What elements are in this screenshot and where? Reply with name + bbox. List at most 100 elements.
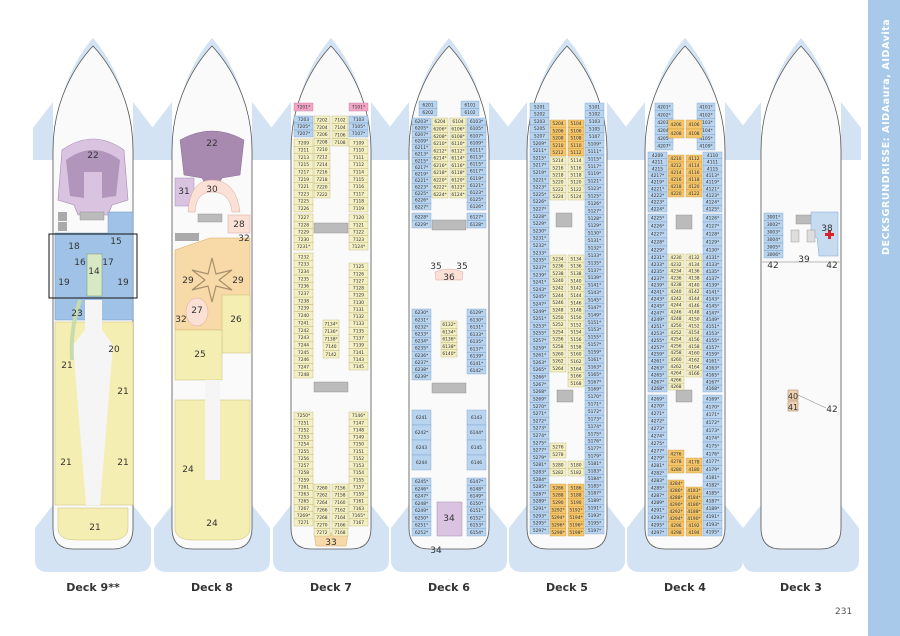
cabin-6125[interactable]: 6125* xyxy=(466,195,487,204)
cabin-7162[interactable]: 7162 xyxy=(331,506,349,514)
cabin-4202[interactable]: 4202* xyxy=(654,110,674,119)
cabin-5124[interactable]: 5124 xyxy=(567,192,585,201)
cabin-4184[interactable]: 4184* xyxy=(685,493,703,502)
cabin-5167[interactable]: 5167* xyxy=(584,377,605,386)
cabin-5194[interactable]: 5194* xyxy=(567,513,585,522)
cabin-box[interactable] xyxy=(567,468,585,477)
cabin-4132[interactable]: 4132 xyxy=(685,253,703,261)
cabin-5277[interactable]: 5277* xyxy=(529,446,550,454)
cabin-6208[interactable]: 6208* xyxy=(431,132,449,140)
cabin-4238[interactable]: 4238 xyxy=(667,281,685,288)
cabin-4120[interactable]: 4120 xyxy=(685,182,703,191)
cabin-4280[interactable]: 4280 xyxy=(667,465,685,474)
restroom-women[interactable] xyxy=(58,222,67,231)
cabin-7269[interactable]: 7269* xyxy=(293,511,314,520)
cabin-7156[interactable]: 7156 xyxy=(331,483,349,492)
cabin-5259[interactable]: 5259* xyxy=(529,343,550,352)
cabin-5209[interactable]: 5209* xyxy=(529,139,550,148)
cabin-4163[interactable]: 4163* xyxy=(702,364,723,372)
cabin-5250[interactable]: 5250 xyxy=(549,313,567,321)
cabin-4137[interactable]: 4137* xyxy=(702,274,723,282)
cabin-box[interactable] xyxy=(466,366,487,375)
cabin-7227[interactable]: 7227 xyxy=(293,213,314,222)
cabin-4236[interactable]: 4236 xyxy=(667,274,685,281)
cabin-7268[interactable]: 7268 xyxy=(313,513,331,522)
cabin-box[interactable] xyxy=(411,454,432,471)
cabin-5177[interactable]: 5177* xyxy=(584,444,605,453)
cabin-6220[interactable]: 6220* xyxy=(431,176,449,184)
cabin-4227[interactable]: 4227* xyxy=(647,229,668,239)
cabin-5155[interactable]: 5155* xyxy=(584,333,605,341)
cabin-5153[interactable]: 5153* xyxy=(584,325,605,334)
cabin-4151[interactable]: 4151* xyxy=(702,322,723,331)
cabin-5121[interactable]: 5121* xyxy=(584,177,605,185)
cabin-4253[interactable]: 4253* xyxy=(647,329,668,337)
cabin-6213[interactable]: 6213* xyxy=(411,150,432,158)
cabin-6118[interactable]: 6118* xyxy=(449,168,467,177)
cabin-4188[interactable]: 4188* xyxy=(685,507,703,516)
cabin-5133[interactable]: 5133* xyxy=(584,251,605,260)
cabin-6241[interactable]: 6241 xyxy=(411,409,432,426)
cabin-4211[interactable]: 4211 xyxy=(647,158,668,166)
cabin-4174[interactable]: 4174* xyxy=(702,433,723,443)
cabin-7228[interactable]: 7228 xyxy=(293,221,314,229)
cabin-6212[interactable]: 6212* xyxy=(431,146,449,155)
cabin-4159[interactable]: 4159* xyxy=(702,350,723,358)
cabin-4206[interactable]: 4206 xyxy=(667,119,685,130)
cabin-4256[interactable]: 4256 xyxy=(667,342,685,349)
cabin-4240[interactable]: 4240 xyxy=(667,287,685,295)
cabin-7247[interactable]: 7247 xyxy=(293,363,314,371)
cabin-4130[interactable]: 4130* xyxy=(702,245,723,255)
cabin-7129[interactable]: 7129 xyxy=(348,291,369,299)
cabin-7154[interactable]: 7154 xyxy=(348,468,369,477)
cabin-4116[interactable]: 4116 xyxy=(685,168,703,177)
cabin-5204[interactable]: 5204 xyxy=(549,119,567,128)
cabin-7211[interactable]: 7211 xyxy=(293,146,314,154)
cabin-4266[interactable]: 4266 xyxy=(667,376,685,383)
cabin-6209[interactable]: 6209* xyxy=(411,137,432,145)
cabin-4229[interactable]: 4229* xyxy=(647,245,668,255)
cabin-4279[interactable]: 4279* xyxy=(647,454,668,462)
cabin-4171[interactable]: 4171* xyxy=(702,410,723,419)
cabin-4271[interactable]: 4271* xyxy=(647,409,668,418)
cabin-6101[interactable]: 6101 xyxy=(460,100,480,109)
cabin-7125[interactable]: 7125 xyxy=(348,262,369,271)
cabin-7124[interactable]: 7124* xyxy=(348,242,369,251)
cabin-4242[interactable]: 4242 xyxy=(667,294,685,302)
cabin-4186[interactable]: 4186* xyxy=(685,500,703,509)
cabin-7261[interactable]: 7261 xyxy=(293,483,314,491)
cabin-5220[interactable]: 5220 xyxy=(549,178,567,186)
cabin-box[interactable] xyxy=(293,102,314,112)
cabin-5224[interactable]: 5224 xyxy=(549,192,567,201)
cabin-7244[interactable]: 7244 xyxy=(293,341,314,349)
cabin-box[interactable] xyxy=(322,350,340,359)
cabin-4124[interactable]: 4124* xyxy=(702,198,723,206)
cabin-5176[interactable]: 5176* xyxy=(584,437,605,446)
cabin-6203[interactable]: 6203* xyxy=(411,117,432,125)
cabin-7223[interactable]: 7223 xyxy=(293,189,314,198)
cabin-6117[interactable]: 6117* xyxy=(466,167,487,175)
cabin-4175[interactable]: 4175* xyxy=(702,441,723,451)
cabin-4127[interactable]: 4127* xyxy=(702,221,723,231)
cabin-5148[interactable]: 5148 xyxy=(567,306,585,314)
cabin-5120[interactable]: 5120 xyxy=(567,178,585,186)
cabin-4135[interactable]: 4135* xyxy=(702,267,723,275)
cabin-6123[interactable]: 6123* xyxy=(466,188,487,197)
cabin-4154[interactable]: 4154 xyxy=(685,328,703,336)
cabin-6248[interactable]: 6248* xyxy=(411,499,432,508)
area-36-shape[interactable] xyxy=(434,268,464,281)
cabin-6126[interactable]: 6126* xyxy=(466,202,487,211)
cabin-4244[interactable]: 4244 xyxy=(667,301,685,309)
cabin-7143[interactable]: 7143 xyxy=(348,355,369,364)
cabin-5132[interactable]: 5132* xyxy=(584,244,605,252)
cabin-6236[interactable]: 6236* xyxy=(411,351,432,359)
cabin-5225[interactable]: 5225* xyxy=(529,190,550,199)
cabin-5198[interactable]: 5198* xyxy=(567,528,585,537)
cabin-7146[interactable]: 7146* xyxy=(348,411,369,420)
cabin-5231[interactable]: 5231* xyxy=(529,234,550,242)
cabin-4293[interactable]: 4293* xyxy=(647,513,668,522)
cabin-4283[interactable]: 4283* xyxy=(647,476,668,485)
cabin-6226[interactable]: 6226* xyxy=(411,196,432,204)
cabin-box[interactable] xyxy=(460,108,480,117)
cabin-5144[interactable]: 5144 xyxy=(567,291,585,300)
